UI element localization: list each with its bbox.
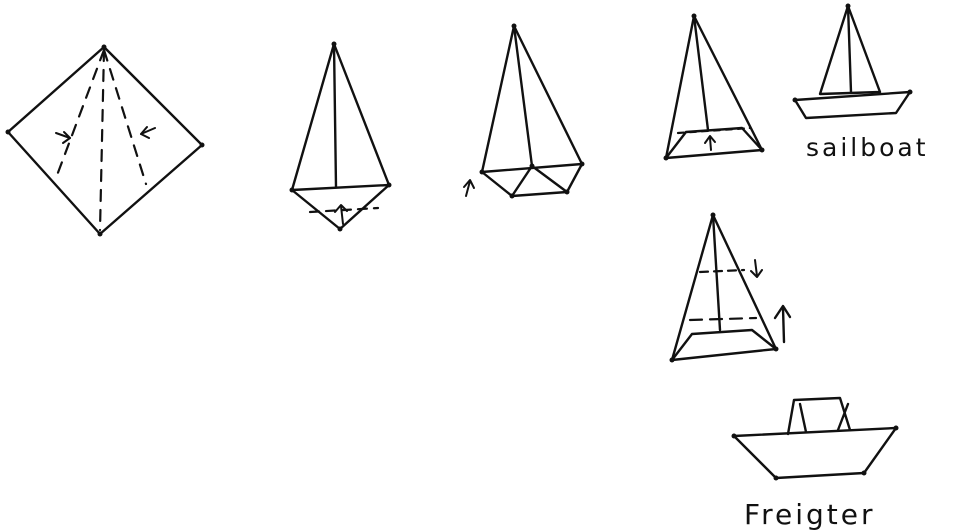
fold-up-arrow-large	[775, 306, 790, 342]
fold-in-arrow-right	[141, 127, 155, 138]
fold-up-arrow	[335, 205, 347, 224]
freighter-label: Freigter	[744, 498, 875, 531]
step-2-kite-fold-bottom-up	[290, 42, 392, 232]
sailboat-result: sailboat	[793, 4, 929, 163]
freighter-step-fold-down	[670, 213, 791, 363]
fold-in-arrow-left	[56, 132, 70, 143]
step-4-sail-with-base	[664, 14, 765, 161]
flip-arrow	[464, 180, 474, 196]
fold-up-arrow-small	[705, 136, 715, 150]
fold-down-arrow	[751, 260, 762, 277]
freighter-result: Freigter	[732, 398, 899, 531]
step-3-kite-folded-base	[464, 24, 585, 199]
sailboat-label: sailboat	[806, 133, 929, 162]
step-1-square-diamond	[6, 45, 205, 237]
